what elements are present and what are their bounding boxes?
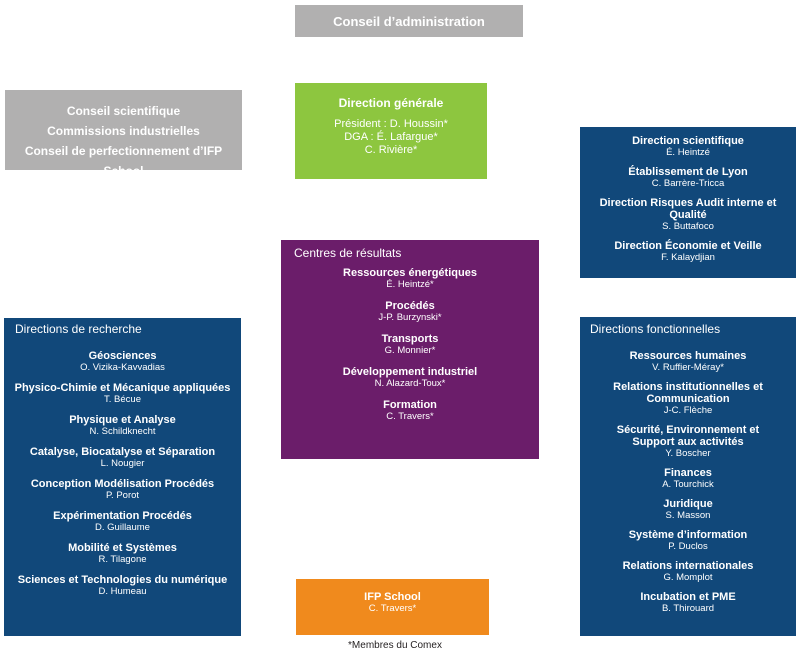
unit: Incubation et PME B. Thirouard: [580, 591, 796, 615]
council-label: Conseil scientifique: [66, 104, 181, 118]
unit: Ressources énergétiques É. Heintzé*: [281, 267, 539, 291]
unit-person: É. Heintzé: [666, 147, 710, 158]
direction-generale-line: C. Rivière*: [364, 144, 418, 156]
unit: Mobilité et Systèmes R. Tilagone: [4, 542, 241, 566]
unit-person: P. Duclos: [668, 541, 708, 552]
unit-person: V. Ruffier-Méray*: [652, 362, 724, 373]
recherche-heading: Directions de recherche: [15, 322, 142, 336]
councils-box: Conseil scientifique Commissions industr…: [5, 90, 242, 178]
unit-title: Sciences et Technologies du numérique: [17, 574, 228, 586]
unit-title: Développement industriel: [342, 366, 478, 378]
unit-title: Système d’information: [628, 529, 748, 541]
unit: Conception Modélisation Procédés P. Poro…: [4, 478, 241, 502]
unit: Système d’information P. Duclos: [580, 529, 796, 553]
unit: Sécurité, Environnement et Support aux a…: [580, 424, 796, 460]
unit: Relations institutionnelles et Communica…: [580, 381, 796, 417]
unit-person: N. Alazard-Toux*: [374, 378, 446, 389]
unit-title: Mobilité et Systèmes: [68, 542, 177, 554]
unit-title: Direction Économie et Veille: [614, 240, 762, 252]
unit: Procédés J-P. Burzynski*: [281, 300, 539, 324]
unit-title: Catalyse, Biocatalyse et Séparation: [29, 446, 216, 458]
unit-title: Établissement de Lyon: [628, 166, 748, 178]
unit-person: O. Vizika-Kavvadias: [80, 362, 165, 373]
centres-heading: Centres de résultats: [294, 246, 402, 260]
unit-person: B. Thirouard: [661, 603, 715, 614]
unit-person: S. Masson: [665, 510, 711, 521]
unit-title: Physico-Chimie et Mécanique appliquées: [14, 382, 231, 394]
unit-person: F. Kalaydjian: [661, 252, 715, 263]
unit: Finances A. Tourchick: [580, 467, 796, 491]
unit-person: É. Heintzé*: [386, 279, 434, 290]
unit-person: N. Schildknecht: [89, 426, 156, 437]
unit: Sciences et Technologies du numérique D.…: [4, 574, 241, 598]
unit-title: Direction scientifique: [632, 135, 744, 147]
unit-title: Conception Modélisation Procédés: [30, 478, 215, 490]
school-title: IFP School: [364, 591, 421, 603]
unit: Catalyse, Biocatalyse et Séparation L. N…: [4, 446, 241, 470]
unit-person: S. Buttafoco: [662, 221, 714, 232]
direction-generale-line: DGA : É. Lafargue*: [344, 131, 438, 143]
unit: Expérimentation Procédés D. Guillaume: [4, 510, 241, 534]
unit-person: R. Tilagone: [98, 554, 147, 565]
directions-fonctionnelles-box: Directions fonctionnelles Ressources hum…: [580, 317, 796, 636]
unit-person: A. Tourchick: [662, 479, 714, 490]
unit-title: Incubation et PME: [640, 591, 736, 603]
unit: Géosciences O. Vizika-Kavvadias: [4, 350, 241, 374]
unit: Direction Économie et Veille F. Kalaydji…: [580, 240, 796, 264]
board-box: Conseil d’administration: [295, 5, 523, 37]
school-person: C. Travers*: [368, 603, 417, 614]
council-label: Conseil de perfectionnement d’IFP School: [24, 144, 223, 178]
unit-title: Physique et Analyse: [69, 414, 176, 426]
footnote: *Membres du Comex: [348, 640, 442, 651]
fonctionnelles-heading: Directions fonctionnelles: [590, 322, 721, 336]
unit: Physico-Chimie et Mécanique appliquées T…: [4, 382, 241, 406]
unit: Transports G. Monnier*: [281, 333, 539, 357]
unit: Direction scientifique É. Heintzé: [580, 135, 796, 159]
unit-title: Transports: [381, 333, 439, 345]
unit-title: Ressources humaines: [629, 350, 747, 362]
unit-person: C. Travers*: [386, 411, 434, 422]
unit: Développement industriel N. Alazard-Toux…: [281, 366, 539, 390]
unit: Établissement de Lyon C. Barrère-Tricca: [580, 166, 796, 190]
unit-title: Géosciences: [88, 350, 157, 362]
unit-person: G. Momplot: [663, 572, 713, 583]
unit: Relations internationales G. Momplot: [580, 560, 796, 584]
directions-recherche-box: Directions de recherche Géosciences O. V…: [4, 318, 241, 636]
ifp-school-box: IFP School C. Travers*: [296, 579, 489, 635]
direction-generale-box: Direction générale Président : D. Houssi…: [295, 83, 487, 179]
centres-resultats-box: Centres de résultats Ressources énergéti…: [281, 240, 539, 459]
unit: Ressources humaines V. Ruffier-Méray*: [580, 350, 796, 374]
unit: Physique et Analyse N. Schildknecht: [4, 414, 241, 438]
science-directions-box: Direction scientifique É. Heintzé Établi…: [580, 127, 796, 278]
unit-person: G. Monnier*: [384, 345, 436, 356]
council-label: Commissions industrielles: [47, 124, 200, 138]
unit-person: L. Nougier: [100, 458, 145, 469]
unit-person: J-C. Flèche: [663, 405, 713, 416]
unit-title: Procédés: [385, 300, 435, 312]
unit-title: Formation: [383, 399, 437, 411]
unit-title: Expérimentation Procédés: [53, 510, 192, 522]
unit-person: Y. Boscher: [665, 448, 711, 459]
board-label: Conseil d’administration: [333, 13, 485, 29]
unit-title: Finances: [664, 467, 712, 479]
unit: Direction Risques Audit interne et Quali…: [580, 197, 796, 233]
unit-person: T. Bécue: [104, 394, 141, 405]
unit-person: D. Guillaume: [95, 522, 150, 533]
unit-person: D. Humeau: [98, 586, 147, 597]
unit-person: J-P. Burzynski*: [378, 312, 442, 323]
unit-person: P. Porot: [105, 490, 140, 501]
unit-title: Ressources énergétiques: [343, 267, 477, 279]
unit-title: Sécurité, Environnement et Support aux a…: [616, 424, 760, 448]
unit: Juridique S. Masson: [580, 498, 796, 522]
direction-generale-line: Président : D. Houssin*: [334, 118, 448, 130]
unit-title: Direction Risques Audit interne et Quali…: [599, 197, 777, 221]
unit-title: Relations internationales: [622, 560, 754, 572]
direction-generale-title: Direction générale: [338, 96, 444, 110]
unit-person: C. Barrère-Tricca: [651, 178, 725, 189]
unit-title: Juridique: [663, 498, 713, 510]
unit: Formation C. Travers*: [281, 399, 539, 423]
unit-title: Relations institutionnelles et Communica…: [613, 381, 763, 405]
